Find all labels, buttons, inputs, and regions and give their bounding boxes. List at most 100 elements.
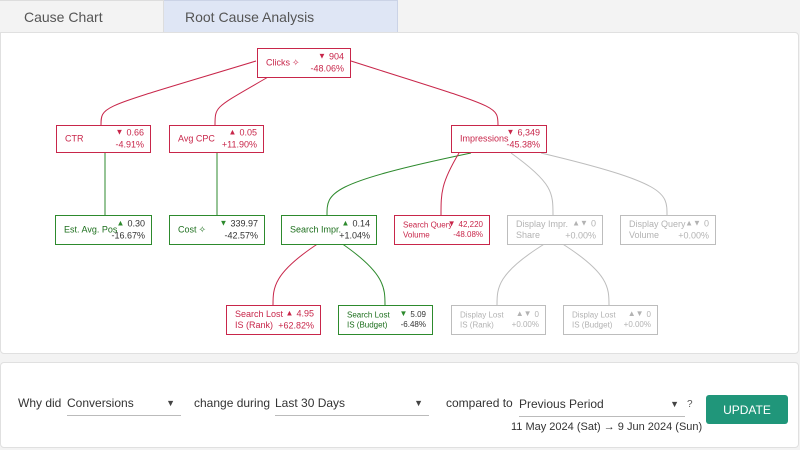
link-displayimpr-lostbudget	[560, 242, 610, 306]
arrow-down-icon: ▼	[318, 51, 326, 61]
node-label: Cost	[178, 224, 197, 235]
link-impressions-searchimpr	[326, 152, 472, 216]
tab-cause-chart[interactable]: Cause Chart	[0, 0, 164, 32]
arrow-updown-icon: ▲▼	[627, 309, 644, 319]
node-change: -48.06%	[310, 63, 344, 73]
arrow-down-icon: ▼	[115, 127, 124, 137]
node-value: 6,349	[517, 127, 540, 138]
caret-down-icon: ▼	[670, 398, 679, 409]
node-label: Search Impr.	[290, 224, 342, 235]
node-label-line2: IS (Budget)	[572, 320, 613, 329]
node-label-line2: IS (Budget)	[347, 320, 388, 329]
node-label-line2: IS (Rank)	[460, 320, 494, 329]
arrow-updown-icon: ▲▼	[515, 309, 532, 319]
node-value: 4.95	[296, 308, 314, 319]
query-controls: Why did Conversions ▼ change during Last…	[0, 362, 799, 448]
node-avg-cpc[interactable]: Avg CPC ▲0.05+11.90%	[169, 125, 264, 153]
node-change: +1.04%	[339, 230, 370, 240]
node-label-line2: IS (Rank)	[235, 320, 274, 330]
node-label-line1: Display Query	[629, 219, 686, 230]
crosshair-icon: ✧	[292, 57, 300, 68]
update-button[interactable]: UPDATE	[706, 395, 788, 424]
arrow-up-icon: ▲	[116, 218, 125, 228]
node-value: 5.09	[410, 310, 426, 320]
node-label-line1: Search Lost	[347, 310, 390, 320]
node-change: +62.82%	[278, 320, 314, 330]
node-display-impr-share[interactable]: Display Impr.Share ▲▼0+0.00%	[507, 215, 603, 245]
arrow-down-icon: ▼	[399, 309, 408, 319]
node-value: 0	[534, 310, 539, 320]
node-change: +0.00%	[678, 230, 709, 240]
period-select-value: Last 30 Days	[275, 395, 346, 410]
arrow-updown-icon: ▲▼	[572, 218, 588, 228]
metric-select[interactable]: Conversions ▼	[67, 390, 181, 416]
tab-root-cause-analysis[interactable]: Root Cause Analysis	[164, 0, 398, 32]
node-change: +0.00%	[511, 320, 539, 330]
arrow-down-icon: ▼	[447, 219, 456, 229]
link-searchimpr-lostbudget	[340, 242, 386, 306]
link-clicks-ctr	[100, 60, 257, 126]
node-impressions[interactable]: Impressions ▼6,349-45.38%	[451, 125, 547, 153]
arrow-up-icon: ▲	[228, 127, 237, 137]
arrow-up-icon: ▲	[285, 308, 294, 318]
arrow-down-icon: ▼	[219, 218, 228, 228]
node-change: +11.90%	[221, 139, 257, 149]
node-value: 0	[646, 310, 651, 320]
node-change: -48.08%	[453, 230, 483, 240]
link-impressions-searchqueryvol	[440, 152, 460, 216]
node-value: 0	[703, 218, 709, 229]
cause-tree-panel: Clicks✧ ▼904-48.06% CTR ▼0.66-4.91% Avg …	[0, 32, 799, 354]
node-change: -45.38%	[506, 139, 540, 149]
period-select[interactable]: Last 30 Days ▼	[275, 390, 429, 416]
node-cost[interactable]: Cost✧ ▼339.97-42.57%	[169, 215, 265, 245]
date-range-text: 11 May 2024 (Sat) → 9 Jun 2024 (Sun)	[511, 421, 703, 433]
link-clicks-impressions	[350, 60, 499, 126]
node-est-avg-pos[interactable]: Est. Avg. Pos ▲0.30-16.67%	[55, 215, 152, 245]
node-label: Est. Avg. Pos	[64, 224, 118, 235]
compared-to-label: compared to	[446, 396, 513, 410]
tree-connectors	[100, 60, 668, 306]
node-label-line1: Search Lost	[235, 309, 284, 320]
node-label: Clicks	[266, 57, 290, 68]
tab-bar: Cause Chart Root Cause Analysis	[0, 0, 398, 32]
caret-down-icon: ▼	[414, 397, 423, 408]
link-impressions-displayimprshare	[510, 152, 554, 216]
crosshair-icon: ✧	[198, 224, 207, 235]
node-label-line1: Display Lost	[572, 310, 616, 320]
node-label-line2: Share	[516, 230, 541, 240]
node-label-line2: Volume	[629, 230, 660, 240]
why-did-label: Why did	[18, 396, 62, 410]
arrow-updown-icon: ▲▼	[685, 218, 701, 228]
node-label-line2: Volume	[403, 230, 430, 239]
node-change: -4.91%	[115, 139, 144, 149]
node-ctr[interactable]: CTR ▼0.66-4.91%	[56, 125, 151, 153]
node-value: 0.66	[126, 127, 144, 138]
link-impressions-displayqueryvol	[540, 152, 668, 216]
node-label-line1: Display Impr.	[516, 219, 569, 230]
arrow-down-icon: ▼	[506, 127, 515, 137]
link-clicks-avgcpc	[214, 72, 276, 126]
node-change: +0.00%	[623, 320, 651, 330]
node-label-line1: Search Query	[403, 220, 453, 230]
node-change: -6.48%	[400, 320, 426, 330]
comparison-select[interactable]: Previous Period ▼	[519, 391, 685, 417]
comparison-select-value: Previous Period	[519, 396, 604, 411]
help-icon[interactable]: ?	[687, 399, 693, 410]
node-value: 0.30	[127, 218, 145, 229]
node-value: 904	[328, 51, 344, 62]
node-label: CTR	[65, 133, 84, 144]
node-change: -16.67%	[111, 230, 145, 240]
node-clicks[interactable]: Clicks✧ ▼904-48.06%	[257, 48, 351, 78]
node-search-impr[interactable]: Search Impr. ▲0.14+1.04%	[281, 215, 377, 245]
metric-select-value: Conversions	[67, 395, 134, 410]
node-change: +0.00%	[565, 230, 596, 240]
node-value: 0.05	[239, 127, 257, 138]
link-searchimpr-lostrank	[272, 242, 320, 306]
caret-down-icon: ▼	[166, 397, 175, 408]
